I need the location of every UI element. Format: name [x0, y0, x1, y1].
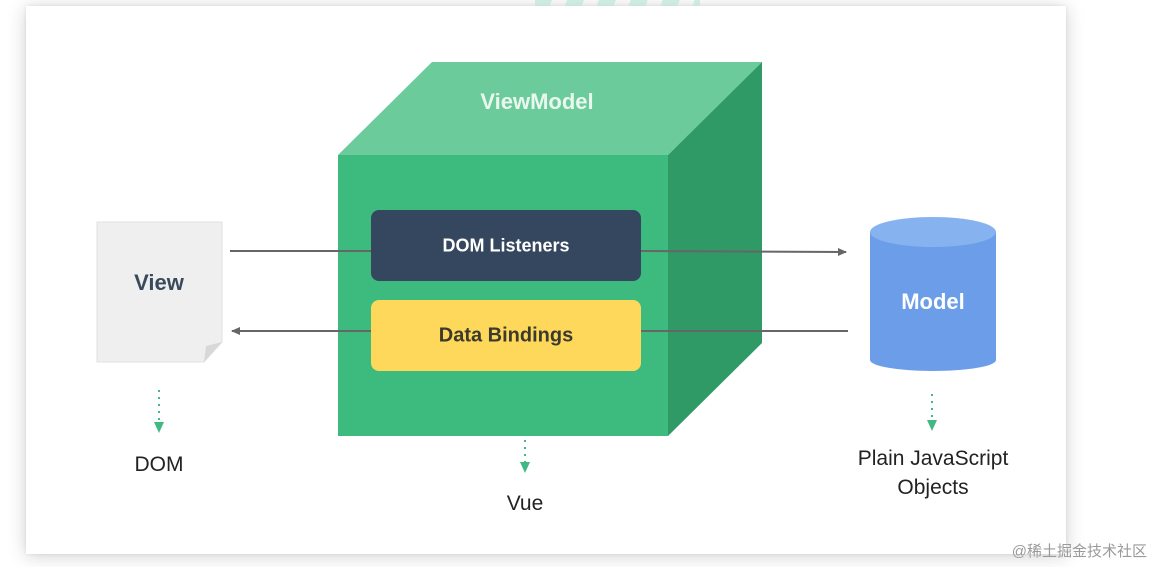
dom-listeners-label: DOM Listeners: [442, 235, 570, 256]
cube-front-face: [338, 155, 668, 436]
cube-side-face: [668, 62, 762, 436]
view-document-icon: [96, 221, 223, 363]
data-bindings-label: Data Bindings: [438, 324, 574, 347]
viewmodel-cube: [338, 62, 762, 436]
cube-top-face: [338, 62, 762, 155]
model-label: Model: [901, 289, 965, 314]
watermark: @稀土掘金技术社区: [1011, 543, 1147, 560]
data-bindings-box: [371, 300, 641, 371]
view-label: View: [134, 270, 184, 295]
dom-caption: DOM: [134, 453, 184, 476]
top-accent-stripes: [535, 0, 700, 6]
vue-caption: Vue: [506, 492, 544, 515]
model-cylinder-icon: [870, 217, 996, 371]
arrow-listeners-to-model: [639, 247, 847, 256]
plain-js-caption: Plain JavaScript Objects: [858, 444, 1009, 502]
viewmodel-label: ViewModel: [480, 89, 594, 114]
plain-js-line1: Plain JavaScript: [857, 447, 1009, 470]
plain-js-line2: Objects: [897, 476, 969, 499]
dom-listeners-box: [371, 210, 641, 281]
